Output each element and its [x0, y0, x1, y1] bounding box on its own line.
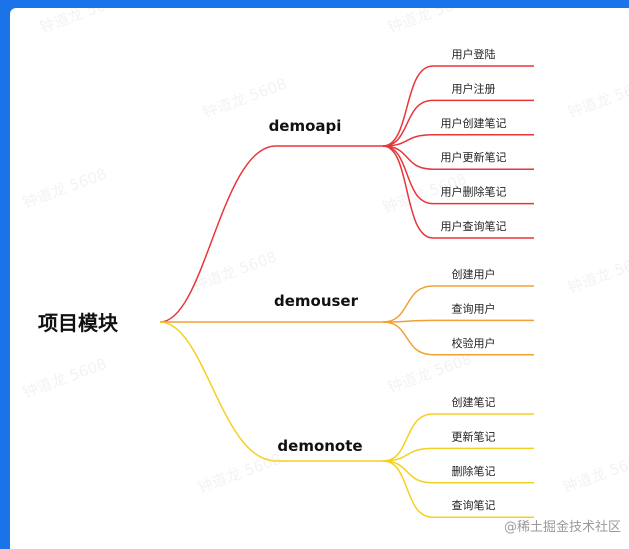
footer-credit: @稀土掘金技术社区 — [504, 519, 621, 535]
mindmap-canvas: 钟道龙 5608 钟道龙 5608 钟道龙 5608 钟道龙 5608 钟道龙 5608… — [10, 8, 629, 549]
leaf-link — [382, 99, 534, 147]
branch-link-demonote — [159, 321, 383, 462]
watermark-text: 钟道龙 5608 — [560, 450, 629, 497]
leaf-label: 删除笔记 — [452, 464, 496, 478]
branch-label-demouser: demouser — [274, 292, 359, 310]
leaf-link — [382, 134, 534, 147]
leaf-link — [382, 145, 534, 205]
mindmap-diagram: 钟道龙 5608 钟道龙 5608 钟道龙 5608 钟道龙 5608 钟道龙 5608… — [20, 8, 629, 535]
leaf-label: 用户查询笔记 — [441, 219, 507, 233]
branch-label-demonote: demonote — [277, 437, 362, 455]
branch-link-demoapi — [159, 145, 383, 323]
leaf-label: 用户更新笔记 — [441, 150, 507, 164]
leaf-label: 用户创建笔记 — [441, 116, 507, 130]
leaf-link — [382, 319, 534, 323]
leaf-label: 更新笔记 — [452, 429, 496, 443]
leaf-link — [382, 460, 534, 518]
root-node-label: 项目模块 — [38, 311, 119, 335]
watermark-text: 钟道龙 5608 — [195, 450, 284, 497]
branch-label-demoapi: demoapi — [269, 117, 342, 135]
leaf-link — [382, 145, 534, 170]
watermark-text: 钟道龙 5608 — [37, 8, 126, 37]
leaf-label: 校验用户 — [452, 336, 496, 350]
watermark-text: 钟道龙 5608 — [385, 8, 474, 37]
leaf-label: 查询用户 — [452, 301, 496, 315]
leaf-label: 查询笔记 — [452, 498, 496, 512]
watermark-text: 钟道龙 5608 — [20, 165, 109, 212]
watermark-text: 钟道龙 5608 — [565, 75, 629, 122]
watermark-layer: 钟道龙 5608 钟道龙 5608 钟道龙 5608 钟道龙 5608 钟道龙 5608… — [20, 8, 629, 497]
watermark-text: 钟道龙 5608 — [200, 75, 289, 122]
branch-links — [159, 65, 534, 518]
leaf-label: 创建笔记 — [452, 395, 496, 409]
leaf-label: 用户登陆 — [452, 47, 496, 61]
leaf-link — [382, 413, 534, 462]
leaf-link — [382, 447, 534, 462]
node-labels: 项目模块 demoapi 用户登陆用户注册用户创建笔记用户更新笔记用户删除笔记用户查… — [38, 47, 507, 512]
leaf-label: 用户注册 — [452, 81, 496, 95]
watermark-text: 钟道龙 5608 — [190, 248, 279, 295]
leaf-label: 用户删除笔记 — [441, 185, 507, 199]
leaf-link — [382, 321, 534, 356]
leaf-link — [382, 65, 534, 147]
watermark-text: 钟道龙 5608 — [565, 250, 629, 297]
watermark-text: 钟道龙 5608 — [20, 355, 109, 402]
leaf-link — [382, 145, 534, 239]
watermark-text: 钟道龙 5608 — [385, 350, 474, 397]
leaf-label: 创建用户 — [452, 267, 496, 281]
leaf-link — [382, 460, 534, 484]
leaf-link — [382, 285, 534, 323]
